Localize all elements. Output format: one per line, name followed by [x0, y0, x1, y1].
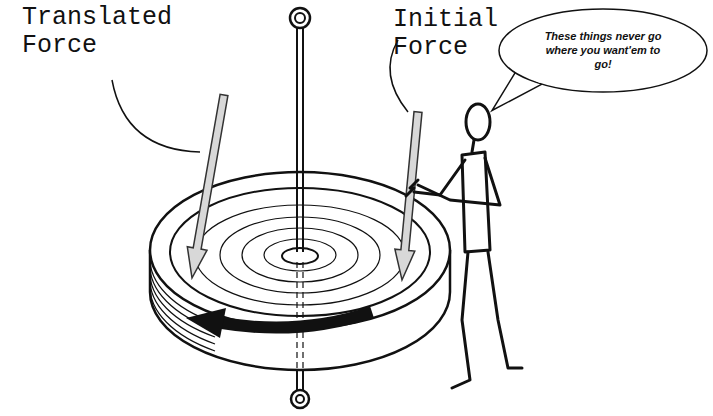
bowl-ring — [220, 217, 380, 293]
axle — [302, 370, 304, 390]
force-label: Translated Force — [22, 4, 192, 60]
speech-text: These things never go where you want'em … — [539, 29, 667, 71]
leader-line — [112, 80, 200, 152]
bowl-ring — [195, 205, 405, 305]
axle — [296, 370, 298, 390]
axle-ring — [290, 8, 310, 28]
force-arrow — [187, 94, 228, 278]
rotation-arrow — [222, 312, 372, 328]
bubble-ellipse — [499, 9, 707, 92]
bowl-ring — [264, 239, 336, 271]
axle-hidden — [302, 262, 303, 370]
axle — [296, 28, 298, 252]
axle-ring-inner — [295, 13, 305, 23]
axle-ring — [291, 390, 309, 408]
hub — [282, 248, 318, 264]
bowl-ring — [242, 228, 358, 282]
stick-figure — [406, 104, 522, 388]
speech-bubble: These things never go where you want'em … — [497, 7, 709, 94]
axle — [302, 28, 304, 252]
rotation-arrowhead — [186, 308, 226, 338]
bubble-joint — [516, 69, 541, 80]
force-arrow — [395, 112, 422, 280]
axle-hidden — [296, 262, 297, 370]
axle-ring-inner — [296, 395, 304, 403]
